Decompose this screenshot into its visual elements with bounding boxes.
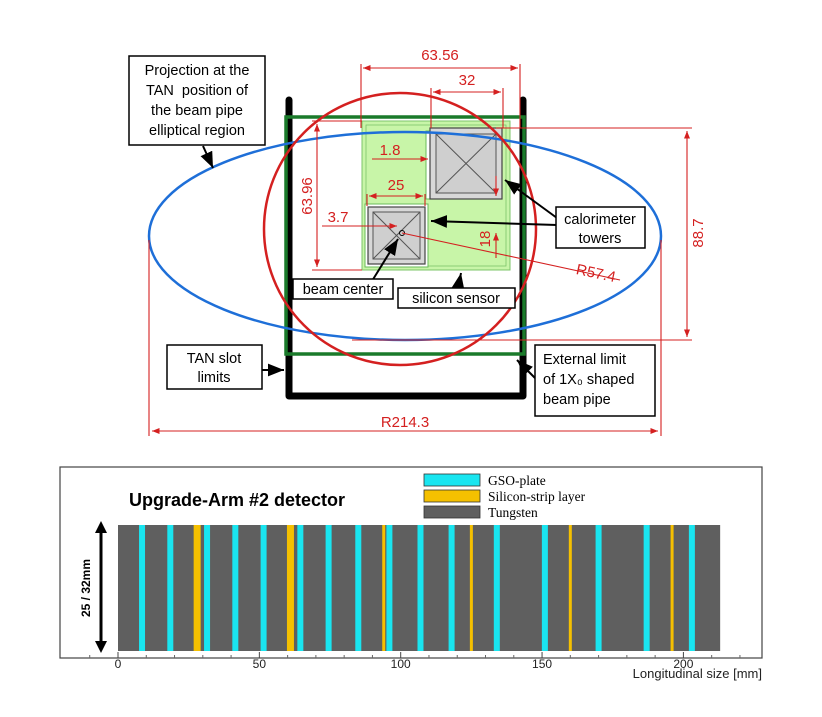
dim-r57-4-label: R57.4 bbox=[575, 261, 618, 286]
tan-slot-line-1: TAN slot bbox=[187, 351, 242, 367]
gso-plate-12 bbox=[493, 525, 500, 651]
gso-plate-5 bbox=[260, 525, 267, 651]
cross-section-diagram: 63.56 32 63.96 1.8 25 3.7 18 R57.4 88.7 … bbox=[128, 47, 707, 436]
legend-label-silicon: Silicon-strip layer bbox=[488, 489, 586, 504]
gso-plate-6 bbox=[297, 525, 304, 651]
gso-plate-4 bbox=[232, 525, 239, 651]
tan-slot-frame bbox=[284, 115, 526, 356]
gso-plate-13 bbox=[541, 525, 548, 651]
gso-plate-15 bbox=[643, 525, 650, 651]
gso-plate-7 bbox=[325, 525, 332, 651]
dim-32-label: 32 bbox=[459, 72, 476, 89]
legend-swatch-gso bbox=[423, 473, 481, 487]
silicon-layer-6 bbox=[670, 525, 674, 651]
legend-label-tungsten: Tungsten bbox=[488, 505, 538, 520]
chart-title: Upgrade-Arm #2 detector bbox=[129, 490, 345, 510]
gso-plate-2 bbox=[167, 525, 174, 651]
x-tick-label-0: 0 bbox=[115, 657, 122, 671]
dim-r214-3-label: R214.3 bbox=[381, 414, 429, 431]
dim-1-8-label: 1.8 bbox=[380, 142, 401, 159]
calorimeter-tower-large bbox=[425, 127, 503, 200]
x-tick-label-100: 100 bbox=[391, 657, 411, 671]
detector-chart: Upgrade-Arm #2 detector GSO-plate Silico… bbox=[59, 466, 763, 681]
chart-legend: GSO-plate Silicon-strip layer Tungsten bbox=[423, 473, 586, 520]
gso-plate-1 bbox=[139, 525, 146, 651]
external-limit-line-1: External limit bbox=[543, 352, 626, 368]
calorimeter-line-2: towers bbox=[579, 231, 622, 247]
dim-18-label: 18 bbox=[477, 231, 494, 248]
callout-projection: Projection at the TAN position of the be… bbox=[128, 55, 266, 146]
silicon-layer-1 bbox=[193, 525, 201, 651]
radius-circle bbox=[262, 91, 538, 367]
projection-line-4: elliptical region bbox=[149, 123, 245, 139]
silicon-sensor-inner-outline bbox=[365, 124, 507, 267]
gso-plate-9 bbox=[386, 525, 393, 651]
legend-swatch-tungsten bbox=[423, 505, 481, 519]
y-axis-label: 25 / 32mm bbox=[79, 559, 93, 617]
gso-plate-16 bbox=[688, 525, 695, 651]
dim-88-7-label: 88.7 bbox=[690, 218, 707, 247]
projection-line-3: the beam pipe bbox=[151, 103, 243, 119]
x-tick-label-200: 200 bbox=[673, 657, 693, 671]
calorimeter-line-1: calorimeter bbox=[564, 212, 636, 228]
callout-silicon-sensor: silicon sensor bbox=[397, 287, 516, 309]
external-limit-line-2: of 1X₀ shaped bbox=[543, 372, 634, 388]
x-axis-label: Longitudinal size [mm] bbox=[633, 666, 762, 681]
x-tick-label-150: 150 bbox=[532, 657, 552, 671]
gso-plate-8 bbox=[355, 525, 362, 651]
projection-line-1: Projection at the bbox=[145, 63, 250, 79]
x-tick-label-50: 50 bbox=[253, 657, 267, 671]
y-size-arrow-head-bottom bbox=[95, 641, 107, 653]
gso-plate-14 bbox=[595, 525, 602, 651]
legend-swatch-silicon bbox=[423, 489, 481, 503]
x-axis-ticks: 0 50 100 150 200 bbox=[89, 652, 741, 671]
detector-layers bbox=[118, 525, 721, 651]
silicon-layer-2 bbox=[286, 525, 294, 651]
callout-beam-center: beam center bbox=[292, 278, 394, 300]
callout-external-limit: External limit of 1X₀ shaped beam pipe bbox=[534, 344, 656, 417]
gso-plate-3 bbox=[204, 525, 211, 651]
callout-calorimeter: calorimeter towers bbox=[555, 206, 646, 249]
gso-plate-10 bbox=[417, 525, 424, 651]
silicon-sensor-label: silicon sensor bbox=[412, 291, 500, 307]
callout-arrows bbox=[200, 145, 558, 379]
y-size-arrow-head-top bbox=[95, 521, 107, 533]
beam-center-label: beam center bbox=[303, 282, 384, 298]
legend-label-gso: GSO-plate bbox=[488, 473, 546, 488]
calorimeter-tower-small bbox=[364, 203, 429, 268]
callout-tan-slot: TAN slot limits bbox=[166, 344, 263, 390]
dim-25-label: 25 bbox=[388, 177, 405, 194]
gso-plate-11 bbox=[448, 525, 455, 651]
projection-line-2: TAN position of bbox=[146, 83, 249, 99]
dim-63-96-label: 63.96 bbox=[299, 177, 316, 215]
tan-slot-line-2: limits bbox=[197, 370, 230, 386]
silicon-layer-3 bbox=[382, 525, 386, 651]
external-limit-line-3: beam pipe bbox=[543, 392, 611, 408]
dim-3-7-label: 3.7 bbox=[328, 209, 349, 226]
dimension-lines bbox=[148, 64, 692, 436]
dim-63-56-label: 63.56 bbox=[421, 47, 459, 64]
silicon-layer-4 bbox=[469, 525, 473, 651]
silicon-layer-5 bbox=[568, 525, 572, 651]
